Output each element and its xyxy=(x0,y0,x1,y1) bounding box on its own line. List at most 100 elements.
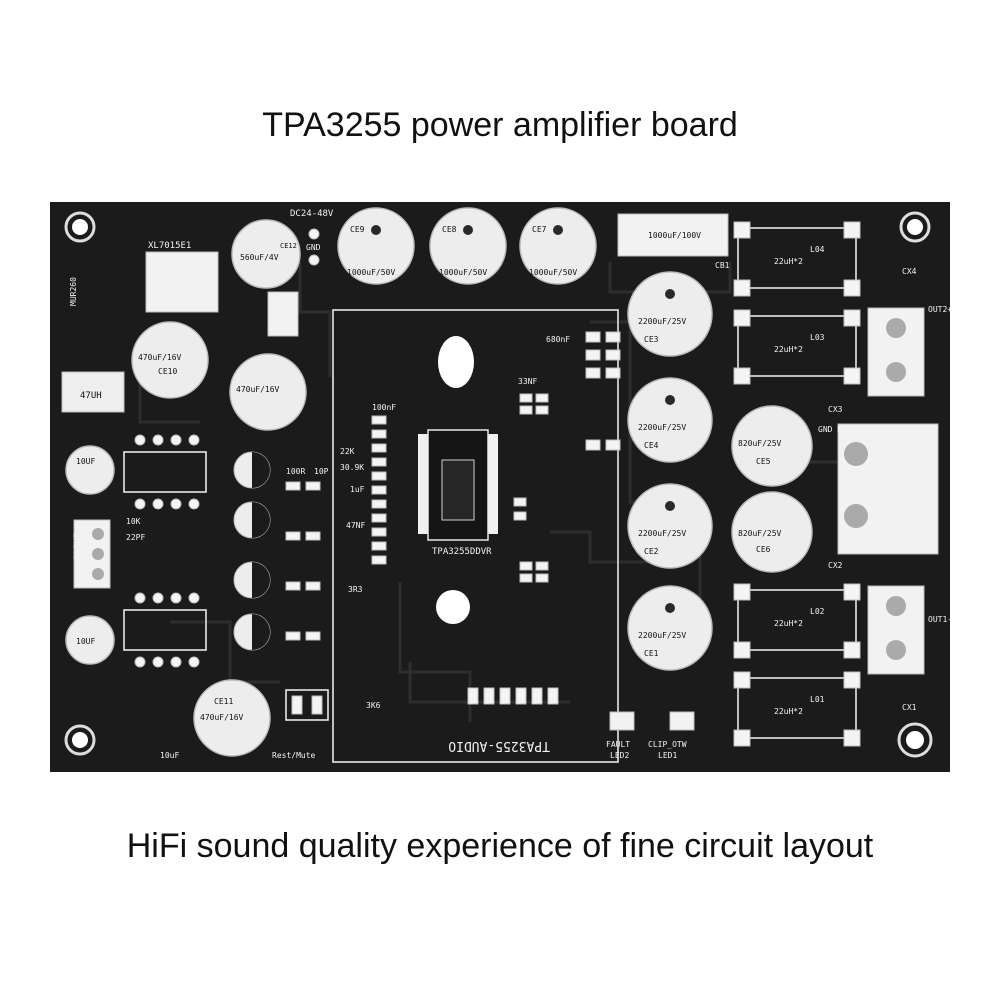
clip-label: CLIP_OTW xyxy=(648,740,687,749)
input-connector xyxy=(73,519,111,589)
inductor-47uh-label: 47UH xyxy=(80,391,102,401)
gnd-label: GND xyxy=(306,243,321,252)
cb1-capacitor xyxy=(617,213,729,257)
cap-ce1-value: 2200uF/25V xyxy=(638,631,686,640)
cap-ce11 xyxy=(193,679,271,757)
cb1-label: CB1 xyxy=(715,261,730,270)
label-22k: 22K xyxy=(340,447,355,456)
cap-ce11-label: CE11 xyxy=(214,697,233,706)
cap-ce12 xyxy=(231,219,301,289)
bottom-label: TPA3255-AUDIO xyxy=(448,738,550,753)
inductor-l01-value: 22uH*2 xyxy=(774,707,803,716)
cap-ce9-label: CE9 xyxy=(350,225,365,234)
diode-label: MUR260 xyxy=(69,277,78,306)
label-10uf: 10uF xyxy=(160,751,179,760)
cx1-label: CX1 xyxy=(902,703,917,712)
cap-ce3-value: 2200uF/25V xyxy=(638,317,686,326)
coupling-caps xyxy=(233,451,271,651)
cap-ce10 xyxy=(131,321,209,399)
led1-label: LED1 xyxy=(658,751,677,760)
cap-ce3-label: CE3 xyxy=(644,335,659,344)
smd-component xyxy=(267,291,299,337)
inductor-l02-label: L02 xyxy=(810,607,825,616)
heatsink-mount-top xyxy=(438,336,474,388)
cap-ce8-value: 1000uF/50V xyxy=(439,268,487,277)
xl7015-regulator xyxy=(145,251,219,313)
cap-ce7-label: CE7 xyxy=(532,225,547,234)
opamp-u2 xyxy=(123,609,207,651)
out1-label: OUT1- OUT1+ xyxy=(928,615,950,624)
led2-label: LED2 xyxy=(610,751,629,760)
regulator-label: XL7015E1 xyxy=(148,241,191,251)
label-33nf: 33NF xyxy=(518,377,537,386)
amplifier-outline xyxy=(332,309,619,763)
cap-ce1-label: CE1 xyxy=(644,649,659,658)
cap-ce6-value: 820uF/25V xyxy=(738,529,782,538)
inductor-l04-value: 22uH*2 xyxy=(774,257,803,266)
input-cap-bottom xyxy=(65,615,115,665)
label-10p: 10P xyxy=(314,467,329,476)
inductor-l04-label: L04 xyxy=(810,245,825,254)
cap-ce6-label: CE6 xyxy=(756,545,771,554)
cap-ce8-label: CE8 xyxy=(442,225,457,234)
reset-mute-label: Rest/Mute xyxy=(272,751,316,760)
inductor-l01-label: L01 xyxy=(810,695,825,704)
heatsink-mount-bottom xyxy=(436,590,470,624)
cap-ce2-value: 2200uF/25V xyxy=(638,529,686,538)
tpa3255-chip xyxy=(418,429,498,541)
cap-ce4-value: 2200uF/25V xyxy=(638,423,686,432)
input-cap-bottom-value: 10UF xyxy=(76,637,95,646)
label-47nf: 47NF xyxy=(346,521,365,530)
page-title: TPA3255 power amplifier board xyxy=(262,106,738,144)
cap-ce11-value: 470uF/16V xyxy=(200,713,244,722)
cap-470uf-right xyxy=(229,353,307,431)
chip-label: TPA3255DDVR xyxy=(432,547,492,557)
label-3r3: 3R3 xyxy=(348,585,363,594)
opamp-u1 xyxy=(123,451,207,493)
cap-ce9-value: 1000uF/50V xyxy=(347,268,395,277)
cap-ce12-value: 560uF/4V xyxy=(240,253,279,262)
caps-820uf xyxy=(731,405,813,573)
cap-ce4-label: CE4 xyxy=(644,441,659,450)
cap-ce2-label: CE2 xyxy=(644,547,659,556)
cap-ce10-value: 470uF/16V xyxy=(138,353,182,362)
cap-ce5-label: CE5 xyxy=(756,457,771,466)
label-10k: 10K xyxy=(126,517,141,526)
inductor-47uh xyxy=(61,371,125,413)
cap-ce12-label: CE12 xyxy=(280,242,297,250)
cx2-label: CX2 xyxy=(828,561,843,570)
input-label: INPUT xyxy=(73,532,83,560)
dc-terminal-label: GND DC24-48V xyxy=(818,425,876,434)
cb1-value: 1000uF/100V xyxy=(648,231,701,240)
caps-2200uf xyxy=(627,271,713,671)
cap-ce7-value: 1000uF/50V xyxy=(529,268,577,277)
label-3k6: 3K6 xyxy=(366,701,381,710)
out2-terminal xyxy=(867,307,925,397)
cap-ce5-value: 820uF/25V xyxy=(738,439,782,448)
cx3-label: CX3 xyxy=(828,405,843,414)
label-100nf: 100nF xyxy=(372,403,396,412)
mounting-holes xyxy=(64,211,933,758)
fault-label: FAULT xyxy=(606,740,630,749)
label-100r: 100R xyxy=(286,467,305,476)
label-22pf: 22PF xyxy=(126,533,145,542)
bulk-caps-50v xyxy=(337,207,597,285)
inductor-l03-label: L03 xyxy=(810,333,825,342)
opamp-pins xyxy=(134,434,200,668)
cx4-label: CX4 xyxy=(902,267,917,276)
label-1uf: 1uF xyxy=(350,485,365,494)
out1-terminal xyxy=(867,585,925,675)
status-leds xyxy=(609,711,695,731)
dc-power-terminal xyxy=(837,423,939,555)
out2-label: OUT2+ OUT2- xyxy=(928,305,950,314)
input-cap-top xyxy=(65,445,115,495)
power-label: DC24-48V xyxy=(290,209,334,219)
pcb-board: TPA3255-AUDIO TPA3255DDVR 1000uF/50V 100… xyxy=(50,202,950,772)
cap-ce10-label: CE10 xyxy=(158,367,177,376)
input-cap-top-value: 10UF xyxy=(76,457,95,466)
label-30-9k: 30.9K xyxy=(340,463,364,472)
footer-caption: HiFi sound quality experience of fine ci… xyxy=(126,827,874,865)
output-inductors xyxy=(733,221,861,747)
smd-resistor-pads xyxy=(285,331,621,705)
